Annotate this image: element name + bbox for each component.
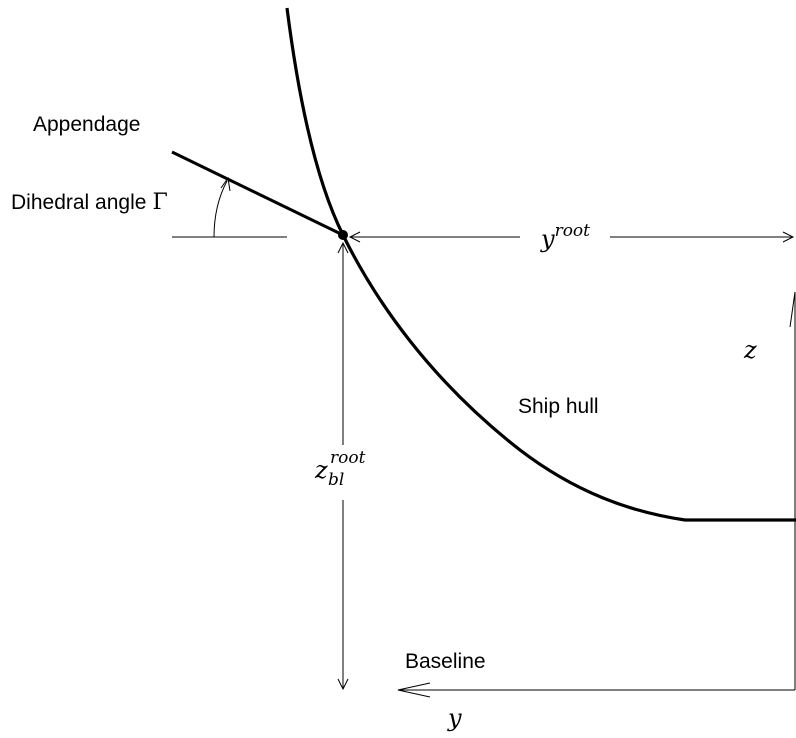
y-root-label: yroot bbox=[540, 221, 590, 253]
appendage-label: Appendage bbox=[33, 113, 140, 136]
dihedral-angle-arc bbox=[213, 180, 228, 238]
z-axis-arrowhead bbox=[789, 291, 796, 328]
z-bl-root-arrowhead-bottom bbox=[337, 678, 349, 691]
baseline-arrowhead bbox=[397, 682, 431, 698]
root-attachment-point bbox=[338, 230, 348, 240]
y-axis-label: y bbox=[447, 704, 462, 732]
dihedral-angle-label: Dihedral angle Γ bbox=[11, 190, 168, 215]
baseline-label: Baseline bbox=[405, 650, 486, 673]
ship-hull-label: Ship hull bbox=[518, 395, 599, 418]
ship-hull-curve bbox=[285, 7, 796, 522]
y-root-superscript: root bbox=[555, 221, 591, 241]
appendage-line bbox=[171, 150, 344, 237]
z-bl-root-base-label: z bbox=[314, 456, 328, 484]
dihedral-angle-symbol: Γ bbox=[152, 190, 167, 215]
dihedral-arc-arrowhead bbox=[220, 176, 231, 192]
y-root-arrowhead-left bbox=[348, 231, 361, 243]
z-axis-label: z bbox=[743, 336, 757, 364]
y-root-arrowhead-right bbox=[782, 231, 795, 243]
dihedral-angle-text: Dihedral angle bbox=[11, 191, 146, 214]
z-bl-root-subscript: bl bbox=[328, 470, 344, 490]
y-root-base: y bbox=[540, 225, 555, 253]
z-bl-root-arrowhead-top bbox=[337, 241, 349, 254]
z-bl-root-superscript: root bbox=[330, 448, 366, 468]
